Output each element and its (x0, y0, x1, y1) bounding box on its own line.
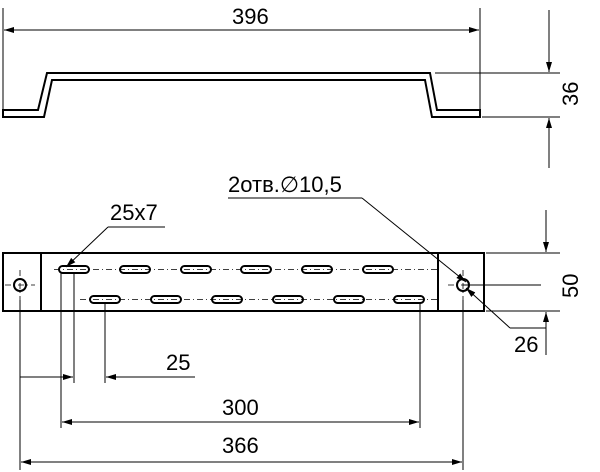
dim-26-label: 26 (514, 332, 538, 357)
slot-callout-label: 25x7 (110, 200, 158, 225)
side-view: 396 36 (2, 4, 583, 168)
hole-callout-label: 2отв.∅10,5 (228, 172, 342, 197)
plan-view: 2отв.∅10,5 25x7 50 26 25 300 366 (2, 172, 583, 470)
dim-25-label: 25 (166, 350, 190, 375)
dim-26-leader (465, 287, 511, 329)
slot-row-top (54, 265, 440, 274)
dim-36-label: 36 (558, 82, 583, 106)
dim-50-label: 50 (558, 274, 583, 298)
dim-396-label: 396 (232, 4, 269, 29)
dim-366-label: 366 (222, 433, 259, 458)
slot-row-bottom (80, 295, 440, 304)
hole-leader (361, 197, 467, 283)
profile-outline (2, 72, 481, 118)
dim-300-label: 300 (222, 395, 259, 420)
plate-outline (2, 252, 485, 312)
slot-leader (65, 226, 109, 268)
mounting-hole-left (13, 278, 27, 292)
slot (333, 295, 365, 304)
